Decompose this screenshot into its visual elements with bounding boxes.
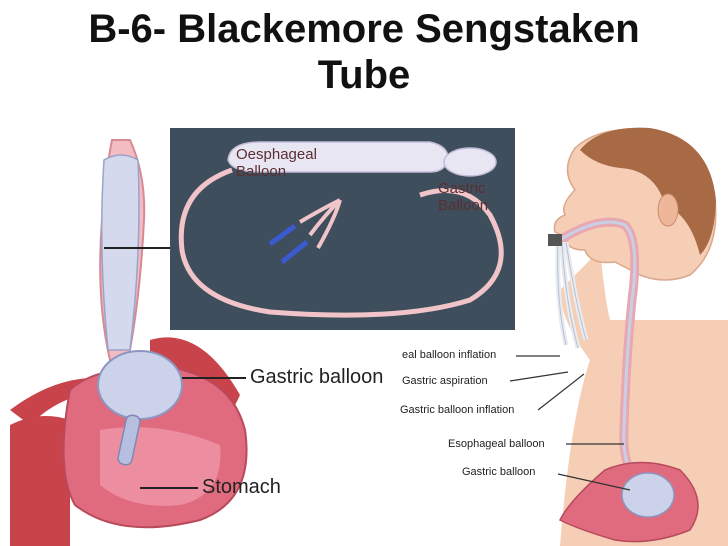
label-gastric-inflation: Gastric balloon inflation [400, 404, 515, 416]
label-stomach: Stomach [202, 476, 281, 498]
label-gastric-aspiration: Gastric aspiration [402, 375, 488, 387]
external-tubes-outline [557, 241, 587, 349]
photo-label-oesophageal-line1: Oesphageal [236, 146, 317, 163]
label-gastric-balloon-left: Gastric balloon [250, 366, 384, 388]
photo-label-gastric-line1: Gastric [438, 180, 486, 197]
photo-gastric-balloon [443, 147, 497, 177]
photo-tube-branch [298, 198, 342, 249]
photo-tube-coil [178, 167, 504, 318]
left-anatomy-illustration [10, 139, 248, 546]
photo-label-gastric: Gastric Balloon [438, 180, 488, 214]
nose-clamp [548, 234, 562, 246]
photo-label-oesophageal: Oesphageal Balloon [236, 146, 317, 180]
tube-photo [170, 128, 515, 330]
right-anatomy-illustration [509, 127, 728, 546]
photo-connector-1 [268, 223, 297, 247]
label-gastric-balloon-right: Gastric balloon [462, 466, 536, 478]
gastric-balloon-right [621, 472, 675, 518]
title-line-2: Tube [317, 53, 411, 97]
hair [580, 127, 716, 255]
oesophageal-balloon-left [101, 154, 140, 351]
pointer-gastric-balloon [557, 473, 631, 491]
ear [657, 193, 679, 227]
title-line-1: B-6- Blackemore Sengstaken [88, 7, 640, 51]
pointer-gastric-aspiration [509, 371, 569, 382]
photo-label-oesophageal-line2: Balloon [236, 163, 287, 180]
page-title: B-6- Blackemore Sengstaken Tube [0, 6, 728, 98]
pointer-gastric-inflation [537, 373, 585, 411]
label-esophageal-inflation: eal balloon inflation [402, 349, 497, 361]
tissue-lower-left [10, 416, 70, 546]
label-esophageal-balloon: Esophageal balloon [448, 438, 545, 450]
photo-connector-2 [280, 240, 309, 264]
photo-label-gastric-line2: Balloon [438, 197, 489, 214]
gastric-balloon-left [97, 350, 183, 420]
tube-tip [117, 414, 141, 466]
tube-inner-line [559, 220, 641, 482]
